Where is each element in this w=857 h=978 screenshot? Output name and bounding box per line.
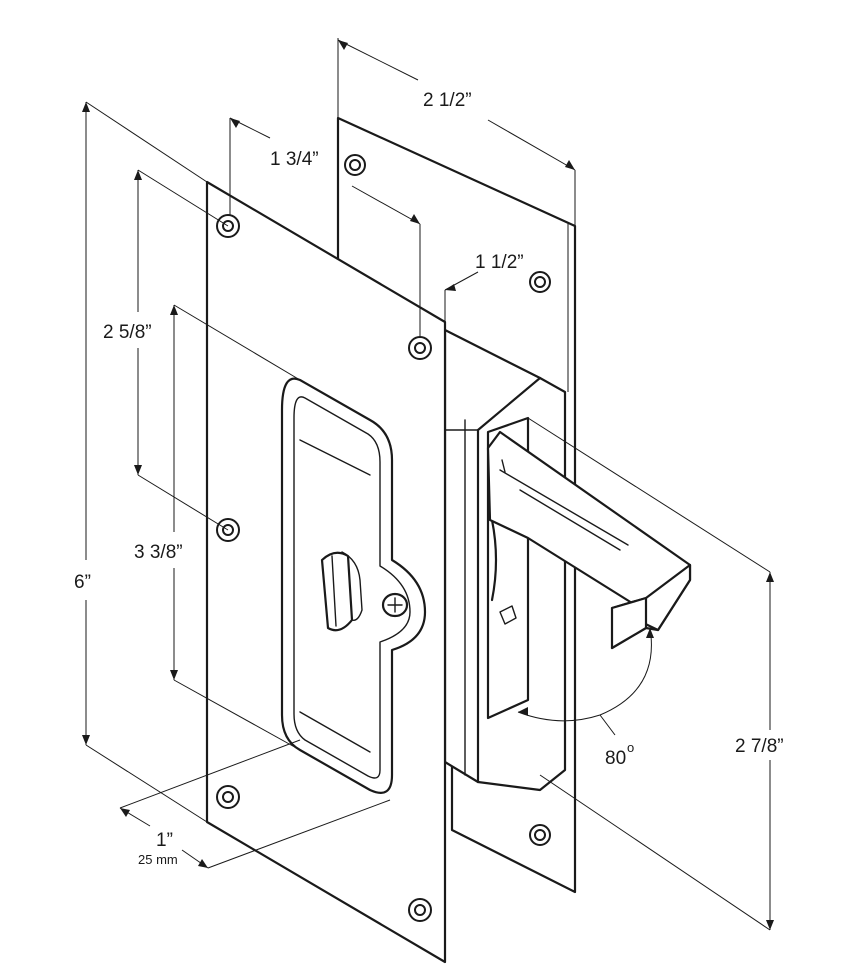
screw-hole-front-bottom-left-inner	[222, 791, 234, 803]
label-body-width: 1 1/2”	[475, 252, 524, 273]
screw-hole-front-top-right-inner	[414, 342, 426, 354]
pull-lever	[486, 430, 692, 650]
screw-hole-back-top-right-inner	[534, 276, 546, 288]
finger-pull-recess	[280, 377, 427, 794]
label-inner-recess-height: 2 5/8”	[103, 322, 152, 343]
label-overall-height: 6”	[74, 572, 91, 593]
screw-hole-front-bottom-right-inner	[414, 904, 426, 916]
label-cover-plate-width: 2 1/2”	[423, 90, 472, 111]
label-backset-depth-metric: 25 mm	[138, 852, 178, 867]
release-trigger-icon	[499, 605, 517, 625]
label-faceplate-width: 1 3/4”	[270, 149, 319, 170]
screw-hole-back-bottom-inner	[534, 829, 546, 841]
label-recess-opening-height: 3 3/8”	[134, 542, 183, 563]
label-swing-angle-unit: o	[627, 740, 634, 755]
label-swing-angle: 80	[605, 748, 626, 769]
phillips-screw-icon	[381, 592, 409, 618]
screw-hole-back-top-left-inner	[349, 159, 361, 171]
thumb-turn	[320, 551, 363, 632]
lock-body	[443, 328, 567, 792]
dimension-lines	[82, 38, 774, 931]
label-backset-depth: 1”	[156, 830, 173, 851]
label-pull-height: 2 7/8”	[735, 736, 784, 757]
